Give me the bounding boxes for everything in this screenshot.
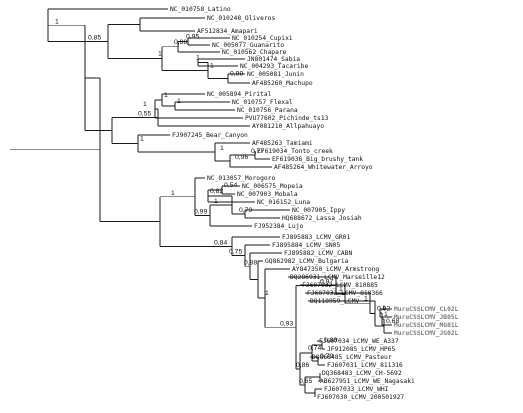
support-value: 1	[210, 63, 214, 70]
taxon-label: AY081210_Allpahuayo	[252, 123, 324, 130]
support-value: 0,68	[386, 318, 399, 325]
taxon-label: FJ607032_LCMV_810885	[302, 282, 378, 289]
taxon-label: FJ607031_LCMV_811316	[327, 362, 403, 369]
taxon-label: DQ868485_LCMV_Pasteur	[312, 354, 392, 361]
support-value: 0,88	[244, 259, 257, 266]
taxon-label: FJ607033_LCMV_WHI	[324, 386, 389, 393]
support-value: 1	[214, 198, 218, 205]
taxon-label: NC_005077_Guanarito	[212, 42, 284, 49]
taxon-label-highlighted: MuruCSSLCMV_JG02L	[394, 330, 459, 337]
taxon-label: NC_004293_Tacaribe	[240, 63, 308, 70]
taxon-label: NC_010757_Flexal	[232, 99, 293, 106]
taxon-label: EF619034_Tonto_creek	[257, 148, 333, 155]
support-value: 1	[171, 190, 175, 197]
taxon-label: NC_010562_Chapare	[222, 49, 287, 56]
taxon-label: EF619036_Big_brushy_tank	[272, 156, 363, 163]
taxon-label: AF485264_Whitewater_Arroyo	[274, 164, 373, 171]
support-value: 1	[265, 290, 269, 297]
taxon-label: NC_010248_Oliveros	[207, 15, 275, 22]
support-value: 0,55	[138, 111, 151, 118]
support-value: 0,88	[174, 39, 187, 46]
tree-branches	[10, 8, 392, 397]
support-value: 0,95	[186, 34, 199, 41]
taxon-label-highlighted: MuruCSSLCMV_MG01L	[394, 322, 459, 329]
support-value: 0,79	[320, 353, 333, 360]
support-value: 1	[384, 311, 388, 318]
taxon-label: NC_010756_Parana	[237, 107, 298, 114]
support-value: 1	[339, 286, 343, 293]
taxon-label: AF512834_Amapari	[197, 28, 258, 35]
support-values: 0,850,880,95110,991110,55110,960,77110,5…	[55, 18, 399, 385]
taxon-label: NC_010254_Cupixi	[232, 35, 293, 42]
taxon-label: FJ895882_LCMV_CABN	[284, 250, 352, 257]
support-value: 1	[364, 295, 368, 302]
taxon-label: AF485263_Tamiami	[252, 140, 313, 147]
support-value: 1	[382, 305, 386, 312]
taxon-label: FJ952384_Lujo	[254, 223, 303, 230]
taxon-label: NC_010758_Latino	[170, 6, 231, 13]
taxon-label: GQ862982_LCMV_Bulgaria	[265, 258, 349, 265]
taxon-label: FJ895884_LCMV_SN05	[272, 242, 340, 249]
taxon-label-highlighted: MuruCSSLCMV_JB05L	[394, 314, 459, 321]
support-value: 0,77	[251, 148, 264, 155]
support-value: 1	[164, 92, 168, 99]
taxon-label: FJ895883_LCMV_GR01	[282, 234, 350, 241]
taxon-label: NC_013057_Morogoro	[207, 175, 275, 182]
support-value: 1	[158, 51, 162, 58]
support-value: 0,97	[320, 279, 333, 286]
support-value: 0,75	[229, 249, 242, 256]
taxon-labels: NC_010758_LatinoNC_010248_OliverosAF5128…	[170, 6, 459, 401]
support-value: 0,54	[224, 182, 237, 189]
support-value: 1	[220, 145, 224, 152]
taxon-label: AB627951_LCMV_WE_Nagasaki	[320, 378, 415, 385]
support-value: 1	[55, 18, 59, 25]
support-value: 0,74	[308, 345, 321, 352]
taxon-label: FJ607034_LCMV_WE_A337	[319, 338, 399, 345]
taxon-label: NC_007903_Mobala	[237, 191, 298, 198]
taxon-label-highlighted: MuruCSSLCMV_CL02L	[394, 306, 459, 313]
taxon-label: NC_016152_Luna	[257, 199, 310, 206]
support-value: 1	[140, 136, 144, 143]
support-value: 0,79	[239, 207, 252, 214]
support-value: 0,92	[377, 306, 390, 313]
taxon-label: HQ688672_Lassa_Josiah	[282, 215, 362, 222]
support-value: 0,99	[230, 71, 243, 78]
taxon-label: NC_005894_Pirital	[207, 91, 272, 98]
support-value: 0,86	[296, 362, 309, 369]
support-value: 0,85	[88, 35, 101, 42]
support-value: 0,65	[299, 378, 312, 385]
taxon-label: PVU77602_Pichinde_ts13	[245, 115, 329, 122]
taxon-label: NC_007905_Ippy	[292, 207, 345, 214]
support-value: 0,88	[324, 337, 337, 344]
taxon-label: FJ607030_LCMV_200501927	[317, 394, 404, 401]
taxon-label: JN801474_Sabia	[247, 56, 300, 63]
taxon-label: DQ286931_LCMV_Marseille12	[290, 274, 385, 281]
support-value: 1	[196, 55, 200, 62]
taxon-label: AF485260_Machupo	[252, 80, 313, 87]
taxon-label: FJ907245_Bear_Canyon	[172, 132, 248, 139]
taxon-label: AY847350_LCMV_Armstrong	[292, 266, 379, 273]
support-value: 1	[143, 101, 147, 108]
taxon-label: NC_006575_Mopeia	[242, 183, 303, 190]
taxon-label: JF912085_LCMV_HP65	[327, 346, 395, 353]
taxon-label: DQ368483_LCMV_CH-5692	[322, 370, 402, 377]
support-value: 0,93	[280, 320, 293, 327]
support-value: 0,96	[235, 154, 248, 161]
support-value: 1	[177, 98, 181, 105]
support-value: 0,84	[214, 239, 227, 246]
support-value: 0,99	[194, 209, 207, 216]
taxon-label: DQ118959_LCMV	[310, 298, 359, 305]
taxon-label: NC_005081_Junin	[247, 71, 304, 78]
taxon-label: FJ607032_LCMV_810366	[307, 290, 383, 297]
support-value: 0,82	[210, 188, 223, 195]
